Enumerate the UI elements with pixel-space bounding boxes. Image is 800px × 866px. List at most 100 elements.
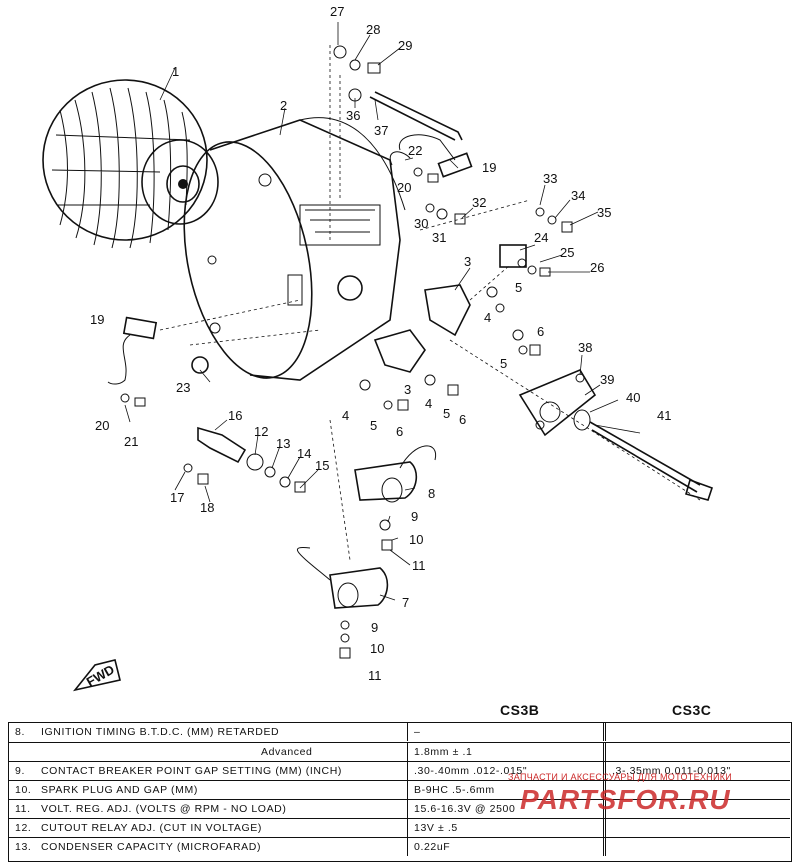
brush-wires (389, 134, 473, 183)
callout-31: 31 (432, 230, 446, 245)
callout-18: 18 (200, 500, 214, 515)
table-row: 9. CONTACT BREAKER POINT GAP SETTING (mm… (9, 761, 790, 780)
value-cs3c (603, 723, 796, 741)
value-cs3c: .3-.35mm 0.011-0.013" (603, 762, 796, 780)
callout-10-lower: 10 (370, 641, 384, 656)
condenser-bracket (183, 426, 306, 493)
callout-29: 29 (398, 38, 412, 53)
value-cs3b: 0.22uF (407, 838, 602, 856)
callout-5-lower: 5 (370, 418, 377, 433)
row-label: CONDENSER CAPACITY (Microfarad) (41, 841, 262, 853)
callout-33: 33 (543, 171, 557, 186)
hardware-right (425, 203, 573, 277)
ground-wire-left (107, 316, 209, 407)
watermark-logo: PARTSFOR.RU (520, 784, 731, 815)
condenser-7 (297, 546, 389, 659)
callout-26: 26 (590, 260, 604, 275)
callout-30: 30 (414, 216, 428, 231)
callout-4-upper: 4 (484, 310, 491, 325)
forward-direction-mark: FWD (72, 659, 121, 692)
callout-41: 41 (657, 408, 671, 423)
value-cs3c (603, 838, 796, 856)
callout-36: 36 (346, 108, 360, 123)
table-row: 13. CONDENSER CAPACITY (Microfarad) 0.22… (9, 837, 790, 856)
value-cs3b: 1.8mm ± .1 (407, 743, 602, 761)
callout-22: 22 (408, 143, 422, 158)
row-label: VOLT. REG. ADJ. (Volts @ rpm - no load) (41, 803, 287, 815)
table-row: 11. VOLT. REG. ADJ. (Volts @ rpm - no lo… (9, 799, 790, 818)
callout-6-right: 6 (459, 412, 466, 427)
row-number: 12. (15, 822, 32, 834)
value-cs3c (603, 819, 796, 837)
callout-9-upper: 9 (411, 509, 418, 524)
row-label: CUTOUT RELAY ADJ. (Cut in voltage) (41, 822, 262, 834)
callout-11-upper: 11 (412, 558, 426, 573)
table-row: 12. CUTOUT RELAY ADJ. (Cut in voltage) 1… (9, 818, 790, 837)
row-number: 13. (15, 841, 32, 853)
row-number (15, 743, 43, 761)
value-cs3b: .30-.40mm .012-.015" (407, 762, 602, 780)
advance-plate-and-bolt (518, 368, 714, 501)
callout-5-upper-b: 5 (500, 356, 507, 371)
value-cs3b: – (407, 723, 602, 741)
value-cs3c (603, 743, 796, 761)
row-label: IGNITION TIMING B.T.D.C. (mm) Retarded (41, 726, 280, 738)
row-label: Advanced (261, 746, 313, 758)
callout-2: 2 (280, 98, 287, 113)
row-label: CONTACT BREAKER POINT GAP SETTING (mm) (… (41, 765, 342, 777)
callout-20-top: 20 (397, 180, 411, 195)
fwd-label: FWD (84, 662, 117, 690)
callout-24: 24 (534, 230, 548, 245)
rotor-armature (42, 79, 219, 249)
callout-6-lower: 6 (396, 424, 403, 439)
table-row: 10. SPARK PLUG AND GAP (mm) B-9HC .5-.6m… (9, 780, 790, 799)
callout-6-upper: 6 (537, 324, 544, 339)
row-number: 9. (15, 765, 25, 777)
callout-5-upper-a: 5 (515, 280, 522, 295)
callout-8: 8 (428, 486, 435, 501)
table-row: 8. IGNITION TIMING B.T.D.C. (mm) Retarde… (9, 723, 790, 741)
callout-25: 25 (560, 245, 574, 260)
callout-5-right: 5 (443, 406, 450, 421)
value-cs3c (603, 781, 796, 799)
callout-16: 16 (228, 408, 242, 423)
row-number: 8. (15, 726, 25, 738)
specification-table: 8. IGNITION TIMING B.T.D.C. (mm) Retarde… (8, 722, 792, 862)
callout-11-lower: 11 (368, 668, 382, 683)
value-cs3c (603, 800, 796, 818)
column-header-cs3b: CS3B (500, 702, 540, 718)
condenser-8 (354, 445, 437, 551)
mounting-screws-upper (333, 45, 463, 141)
callout-32: 32 (472, 195, 486, 210)
callout-14: 14 (297, 446, 311, 461)
callout-labels: 1 2 27 28 29 36 37 22 20 19 33 34 35 32 … (90, 4, 671, 683)
value-cs3b: B-9HC .5-.6mm (407, 781, 602, 799)
callout-38: 38 (578, 340, 592, 355)
callout-19-left: 19 (90, 312, 104, 327)
table-row: Advanced 1.8mm ± .1 (9, 742, 790, 761)
callout-12: 12 (254, 424, 268, 439)
stator-housing (183, 117, 406, 381)
callout-35: 35 (597, 205, 611, 220)
callout-3-upper: 3 (464, 254, 471, 269)
callout-39: 39 (600, 372, 614, 387)
callout-23: 23 (176, 380, 190, 395)
callout-4-lower: 4 (342, 408, 349, 423)
callout-27: 27 (330, 4, 344, 19)
value-cs3b: 13V ± .5 (407, 819, 602, 837)
column-header-cs3c: CS3C (672, 702, 712, 718)
callout-20-left: 20 (95, 418, 109, 433)
callout-15: 15 (315, 458, 329, 473)
callout-34: 34 (571, 188, 585, 203)
callout-37: 37 (374, 123, 388, 138)
row-number: 10. (15, 784, 32, 796)
row-number: 11. (15, 803, 31, 815)
callout-40: 40 (626, 390, 640, 405)
callout-21: 21 (124, 434, 138, 449)
callout-4-right: 4 (425, 396, 432, 411)
value-cs3b: 15.6-16.3V @ 2500 (407, 800, 602, 818)
watermark-caption: ЗАПЧАСТИ И АКСЕССУАРЫ ДЛЯ МОТОТЕХНИКИ (508, 772, 733, 782)
exploded-parts-diagram: FWD 1 2 27 28 29 36 37 22 20 19 33 34 35… (42, 4, 714, 692)
row-label: SPARK PLUG AND GAP (mm) (41, 784, 198, 796)
callout-10-upper: 10 (409, 532, 423, 547)
